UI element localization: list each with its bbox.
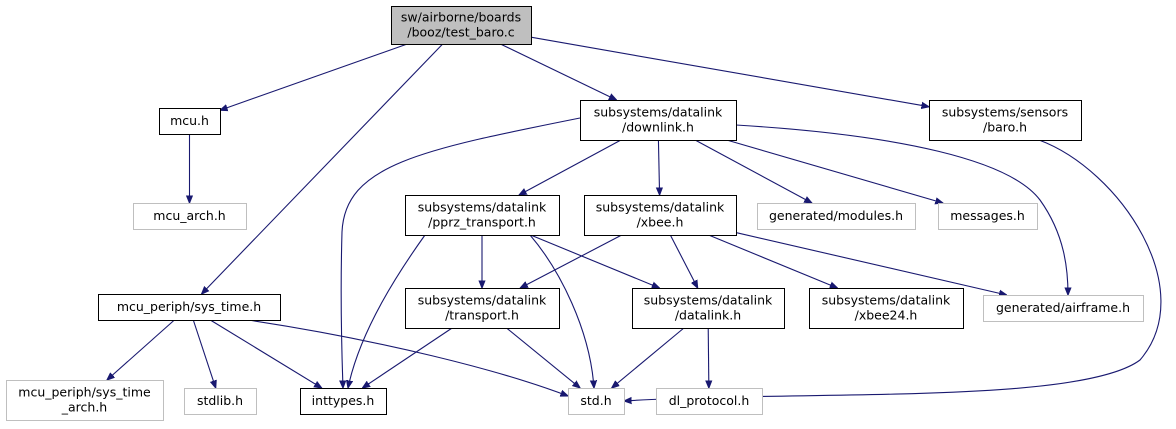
node-label: subsystems/datalink [822, 293, 951, 308]
node-stdlib-h: stdlib.h [184, 388, 257, 415]
node-box [133, 203, 247, 230]
edge-pprz_transport_h-to-inttypes_h [348, 234, 426, 388]
node-generated-modules-h: generated/modules.h [757, 203, 916, 230]
edge-xbee_h-to-xbee24_h [708, 234, 838, 288]
edge-test_baro-to-baro_h [530, 36, 929, 107]
edge-sys_time_h-to-inttypes_h [210, 319, 321, 388]
edge-test_baro-to-sys_time_h [202, 43, 444, 294]
node-pprz-transport-h[interactable]: subsystems/datalink/pprz_transport.h [405, 195, 560, 236]
node-mcu-arch-h: mcu_arch.h [133, 203, 247, 230]
edge-xbee_h-to-datalink_h [669, 234, 697, 288]
node-label: generated/modules.h [769, 208, 903, 223]
edge-pprz_transport_h-to-datalink_h [530, 234, 660, 288]
edge-transport_h-to-std_h [506, 327, 581, 388]
node-label: messages.h [950, 208, 1025, 223]
node-messages-h: messages.h [938, 203, 1038, 230]
edge-sys_time_h-to-sys_time_arch_h [107, 319, 175, 380]
node-label: subsystems/datalink [596, 200, 725, 215]
node-box [632, 288, 785, 329]
node-label: /pprz_transport.h [428, 215, 536, 230]
node-box [300, 388, 387, 415]
edge-baro_h-to-std_h [624, 139, 1162, 401]
node-std-h: std.h [568, 388, 625, 415]
node-label: /baro.h [983, 120, 1027, 135]
edge-downlink_h-to-pprz_transport_h [519, 139, 622, 195]
edge-downlink_h-to-generated_airframe_h [735, 124, 1068, 295]
edge-xbee_h-to-generated_airframe_h [735, 232, 1007, 295]
node-box [757, 203, 916, 230]
node-xbee24-h[interactable]: subsystems/datalink/xbee24.h [809, 288, 964, 329]
node-label: subsystems/datalink [418, 293, 547, 308]
node-label: /xbee24.h [855, 308, 918, 323]
node-downlink-h[interactable]: subsystems/datalink/downlink.h [580, 100, 737, 141]
nodes-layer: sw/airborne/boards/booz/test_baro.c mcu.h… [6, 6, 1144, 421]
node-inttypes-h[interactable]: inttypes.h [300, 388, 387, 415]
edge-test_baro-to-mcu_h [220, 43, 408, 110]
node-box [938, 203, 1038, 230]
node-transport-h[interactable]: subsystems/datalink/transport.h [405, 288, 560, 329]
node-box [405, 288, 560, 329]
node-box [405, 195, 560, 236]
node-label: subsystems/sensors [942, 105, 1068, 120]
edge-transport_h-to-inttypes_h [362, 327, 453, 388]
node-mcu-h[interactable]: mcu.h [159, 108, 221, 135]
node-box [809, 288, 964, 329]
node-label: subsystems/datalink [594, 105, 723, 120]
node-label: generated/airframe.h [996, 300, 1130, 315]
node-sys-time-arch-h: mcu_periph/sys_time_arch.h [6, 380, 164, 421]
edge-pprz_transport_h-to-std_h [529, 234, 594, 388]
node-label: /datalink.h [675, 308, 741, 323]
node-box [6, 380, 164, 421]
node-box [584, 195, 737, 236]
node-box [159, 108, 221, 135]
node-dl-protocol-h: dl_protocol.h [656, 388, 763, 415]
node-baro-h[interactable]: subsystems/sensors/baro.h [929, 100, 1082, 141]
node-label: mcu_periph/sys_time [18, 385, 151, 400]
node-box [580, 100, 737, 141]
node-box [568, 388, 625, 415]
edge-test_baro-to-downlink_h [500, 43, 616, 100]
node-label: std.h [580, 393, 611, 408]
node-test-baro[interactable]: sw/airborne/boards/booz/test_baro.c [391, 6, 532, 45]
edge-datalink_h-to-std_h [612, 327, 685, 388]
node-box [983, 295, 1144, 322]
edge-downlink_h-to-xbee_h [658, 139, 659, 195]
edge-downlink_h-to-inttypes_h [341, 117, 581, 388]
node-label: inttypes.h [312, 393, 375, 408]
node-label: mcu_arch.h [153, 208, 225, 223]
node-box [656, 388, 763, 415]
node-label: _arch.h [61, 400, 107, 415]
edge-datalink_h-to-dl_protocol_h [708, 327, 709, 388]
node-label: dl_protocol.h [669, 393, 750, 408]
node-label: sw/airborne/boards [401, 10, 521, 25]
node-label: /downlink.h [622, 120, 694, 135]
node-label: /booz/test_baro.c [407, 25, 514, 40]
node-xbee-h[interactable]: subsystems/datalink/xbee.h [584, 195, 737, 236]
edge-xbee_h-to-transport_h [520, 234, 622, 288]
edge-sys_time_h-to-std_h [247, 319, 568, 396]
node-box [929, 100, 1082, 141]
node-label: stdlib.h [197, 393, 243, 408]
edge-downlink_h-to-generated_modules_h [694, 139, 812, 203]
node-label: subsystems/datalink [418, 200, 547, 215]
node-label: /xbee.h [637, 215, 684, 230]
edges-layer [107, 36, 1162, 401]
node-sys-time-h[interactable]: mcu_periph/sys_time.h [98, 294, 281, 321]
edge-sys_time_h-to-stdlib_h [192, 319, 215, 388]
node-label: mcu.h [170, 113, 209, 128]
node-generated-airframe-h: generated/airframe.h [983, 295, 1144, 322]
node-box [98, 294, 281, 321]
node-label: /transport.h [445, 308, 519, 323]
node-box [391, 6, 532, 45]
node-label: mcu_periph/sys_time.h [117, 299, 261, 314]
node-box [184, 388, 257, 415]
node-datalink-h[interactable]: subsystems/datalink/datalink.h [632, 288, 785, 329]
node-label: subsystems/datalink [644, 293, 773, 308]
edge-downlink_h-to-messages_h [726, 139, 943, 203]
